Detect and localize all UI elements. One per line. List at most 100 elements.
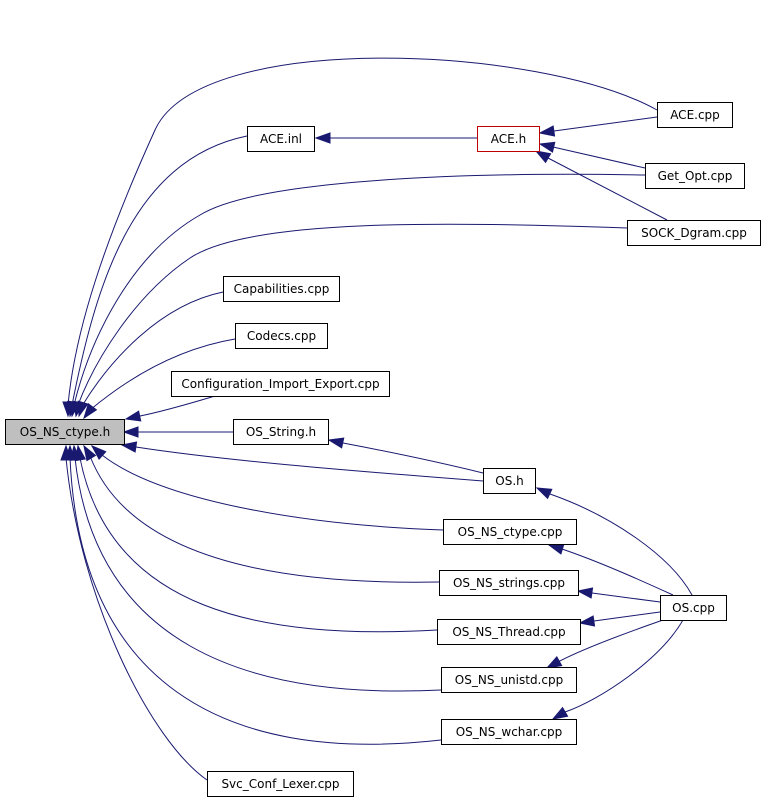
node-os-ns-unistd-cpp[interactable]: OS_NS_unistd.cpp (441, 667, 577, 693)
node-ace-inl[interactable]: ACE.inl (247, 126, 315, 152)
edge-line (71, 173, 646, 417)
node-box (441, 667, 577, 693)
edge-ace_cpp-to-ace_h (538, 116, 658, 137)
arrow-head (83, 444, 97, 462)
edge-os_cpp-to-os_ns_strings_cpp (576, 587, 661, 603)
node-box (441, 719, 577, 745)
node-box (223, 276, 340, 302)
node-label: Configuration_Import_Export.cpp (181, 377, 379, 391)
node-svc-conf-lexer-cpp[interactable]: Svc_Conf_Lexer.cpp (207, 771, 354, 797)
arrow-head (538, 141, 556, 153)
node-os-ns-wchar-cpp[interactable]: OS_NS_wchar.cpp (441, 719, 577, 745)
edge-svc_conf_lexer_cpp-to-os_ns_ctype_h (60, 444, 208, 781)
node-box (660, 595, 727, 621)
arrow-head (535, 487, 553, 500)
node-box (439, 570, 579, 596)
node-label: Codecs.cpp (247, 329, 316, 343)
node-get-opt-cpp[interactable]: Get_Opt.cpp (645, 163, 745, 189)
edge-os_cpp-to-os_ns_thread_cpp (578, 611, 661, 627)
arrow-head (124, 410, 142, 422)
edge-os_cpp-to-os_ns_wchar_cpp (551, 619, 684, 720)
node-label: OS_NS_ctype.cpp (458, 525, 563, 539)
edge-codecs_cpp-to-os_ns_ctype_h (83, 338, 236, 420)
arrow-head (545, 655, 563, 669)
edge-line (65, 446, 208, 781)
node-capabilities-cpp[interactable]: Capabilities.cpp (223, 276, 340, 302)
node-box (171, 371, 390, 397)
edge-get_opt_cpp-to-ace_h (538, 141, 646, 169)
edge-line (69, 135, 248, 417)
edge-os_string_h-to-os_ns_ctype_h (122, 426, 233, 438)
node-os-h[interactable]: OS.h (483, 468, 536, 494)
node-label: OS_NS_ctype.h (20, 425, 110, 439)
node-os-ns-ctype-h[interactable]: OS_NS_ctype.h (5, 419, 125, 445)
node-os-ns-strings-cpp[interactable]: OS_NS_strings.cpp (439, 570, 579, 596)
node-os-ns-ctype-cpp[interactable]: OS_NS_ctype.cpp (443, 519, 577, 545)
node-label: OS_String.h (246, 425, 316, 439)
nodes-layer: OS_NS_ctype.h ACE.inl ACE.h ACE.cppGet_Opt.… (5, 102, 761, 797)
node-config-import-export-cpp[interactable]: Configuration_Import_Export.cpp (171, 371, 390, 397)
edge-line (539, 143, 646, 169)
arrow-head (538, 125, 556, 137)
arrow-head (578, 615, 596, 627)
arrow-head (83, 402, 98, 420)
node-os-cpp[interactable]: OS.cpp (660, 595, 727, 621)
edge-line (78, 291, 224, 417)
edge-os_cpp-to-os_ns_unistd_cpp (545, 619, 664, 669)
edge-line (83, 338, 236, 419)
arrow-head (314, 132, 331, 144)
node-label: OS_NS_wchar.cpp (456, 725, 563, 739)
node-box (477, 126, 540, 152)
node-label: Svc_Conf_Lexer.cpp (221, 777, 339, 791)
edge-os_h-to-os_string_h (327, 437, 484, 474)
edge-line (539, 116, 658, 134)
edge-os_cpp-to-os_h (535, 487, 693, 596)
node-ace-cpp[interactable]: ACE.cpp (657, 102, 733, 128)
node-box (483, 468, 536, 494)
edge-line (91, 445, 444, 531)
node-box (443, 519, 577, 545)
edge-sock_dgram_cpp-to-ace_h (534, 150, 668, 221)
node-label: ACE.cpp (670, 108, 720, 122)
edge-os_h-to-os_ns_ctype_h (120, 441, 484, 482)
node-box (657, 102, 733, 128)
edge-line (121, 444, 484, 482)
edge-line (75, 223, 628, 417)
edge-ace_h-to-ace_inl (314, 132, 477, 144)
edge-os_ns_strings_cpp-to-os_ns_ctype_h (83, 444, 440, 583)
node-os-string-h[interactable]: OS_String.h (233, 419, 329, 445)
edge-line (552, 619, 684, 720)
arrow-head (122, 426, 139, 438)
node-box (247, 126, 315, 152)
node-label: Get_Opt.cpp (658, 169, 733, 183)
edge-config_import_export_cpp-to-os_ns_ctype_h (124, 395, 216, 422)
node-sock-dgram-cpp[interactable]: SOCK_Dgram.cpp (627, 220, 761, 246)
edge-os_ns_thread_cpp-to-os_ns_ctype_h (74, 444, 438, 633)
edge-os_ns_wchar_cpp-to-os_ns_ctype_h (64, 444, 442, 745)
edge-capabilities_cpp-to-os_ns_ctype_h (77, 291, 224, 418)
arrow-head (327, 437, 345, 449)
arrow-head (60, 444, 72, 461)
node-box (437, 619, 581, 645)
edge-line (536, 487, 693, 596)
node-box (207, 771, 354, 797)
node-label: ACE.h (491, 132, 526, 146)
node-box (233, 419, 329, 445)
arrow-head (90, 445, 107, 460)
node-label: OS_NS_strings.cpp (453, 576, 565, 590)
edge-line (67, 57, 658, 416)
arrow-head (551, 706, 569, 720)
node-os-ns-thread-cpp[interactable]: OS_NS_Thread.cpp (437, 619, 581, 645)
node-label: OS.cpp (672, 601, 715, 615)
edge-line (548, 544, 674, 596)
node-codecs-cpp[interactable]: Codecs.cpp (235, 323, 328, 349)
arrow-head (576, 587, 594, 599)
node-ace-h[interactable]: ACE.h (477, 126, 540, 152)
arrow-head (77, 400, 89, 418)
node-box (645, 163, 745, 189)
arrow-head (120, 441, 138, 453)
node-label: OS.h (495, 474, 523, 488)
edge-line (73, 445, 442, 692)
arrow-head (547, 543, 565, 555)
